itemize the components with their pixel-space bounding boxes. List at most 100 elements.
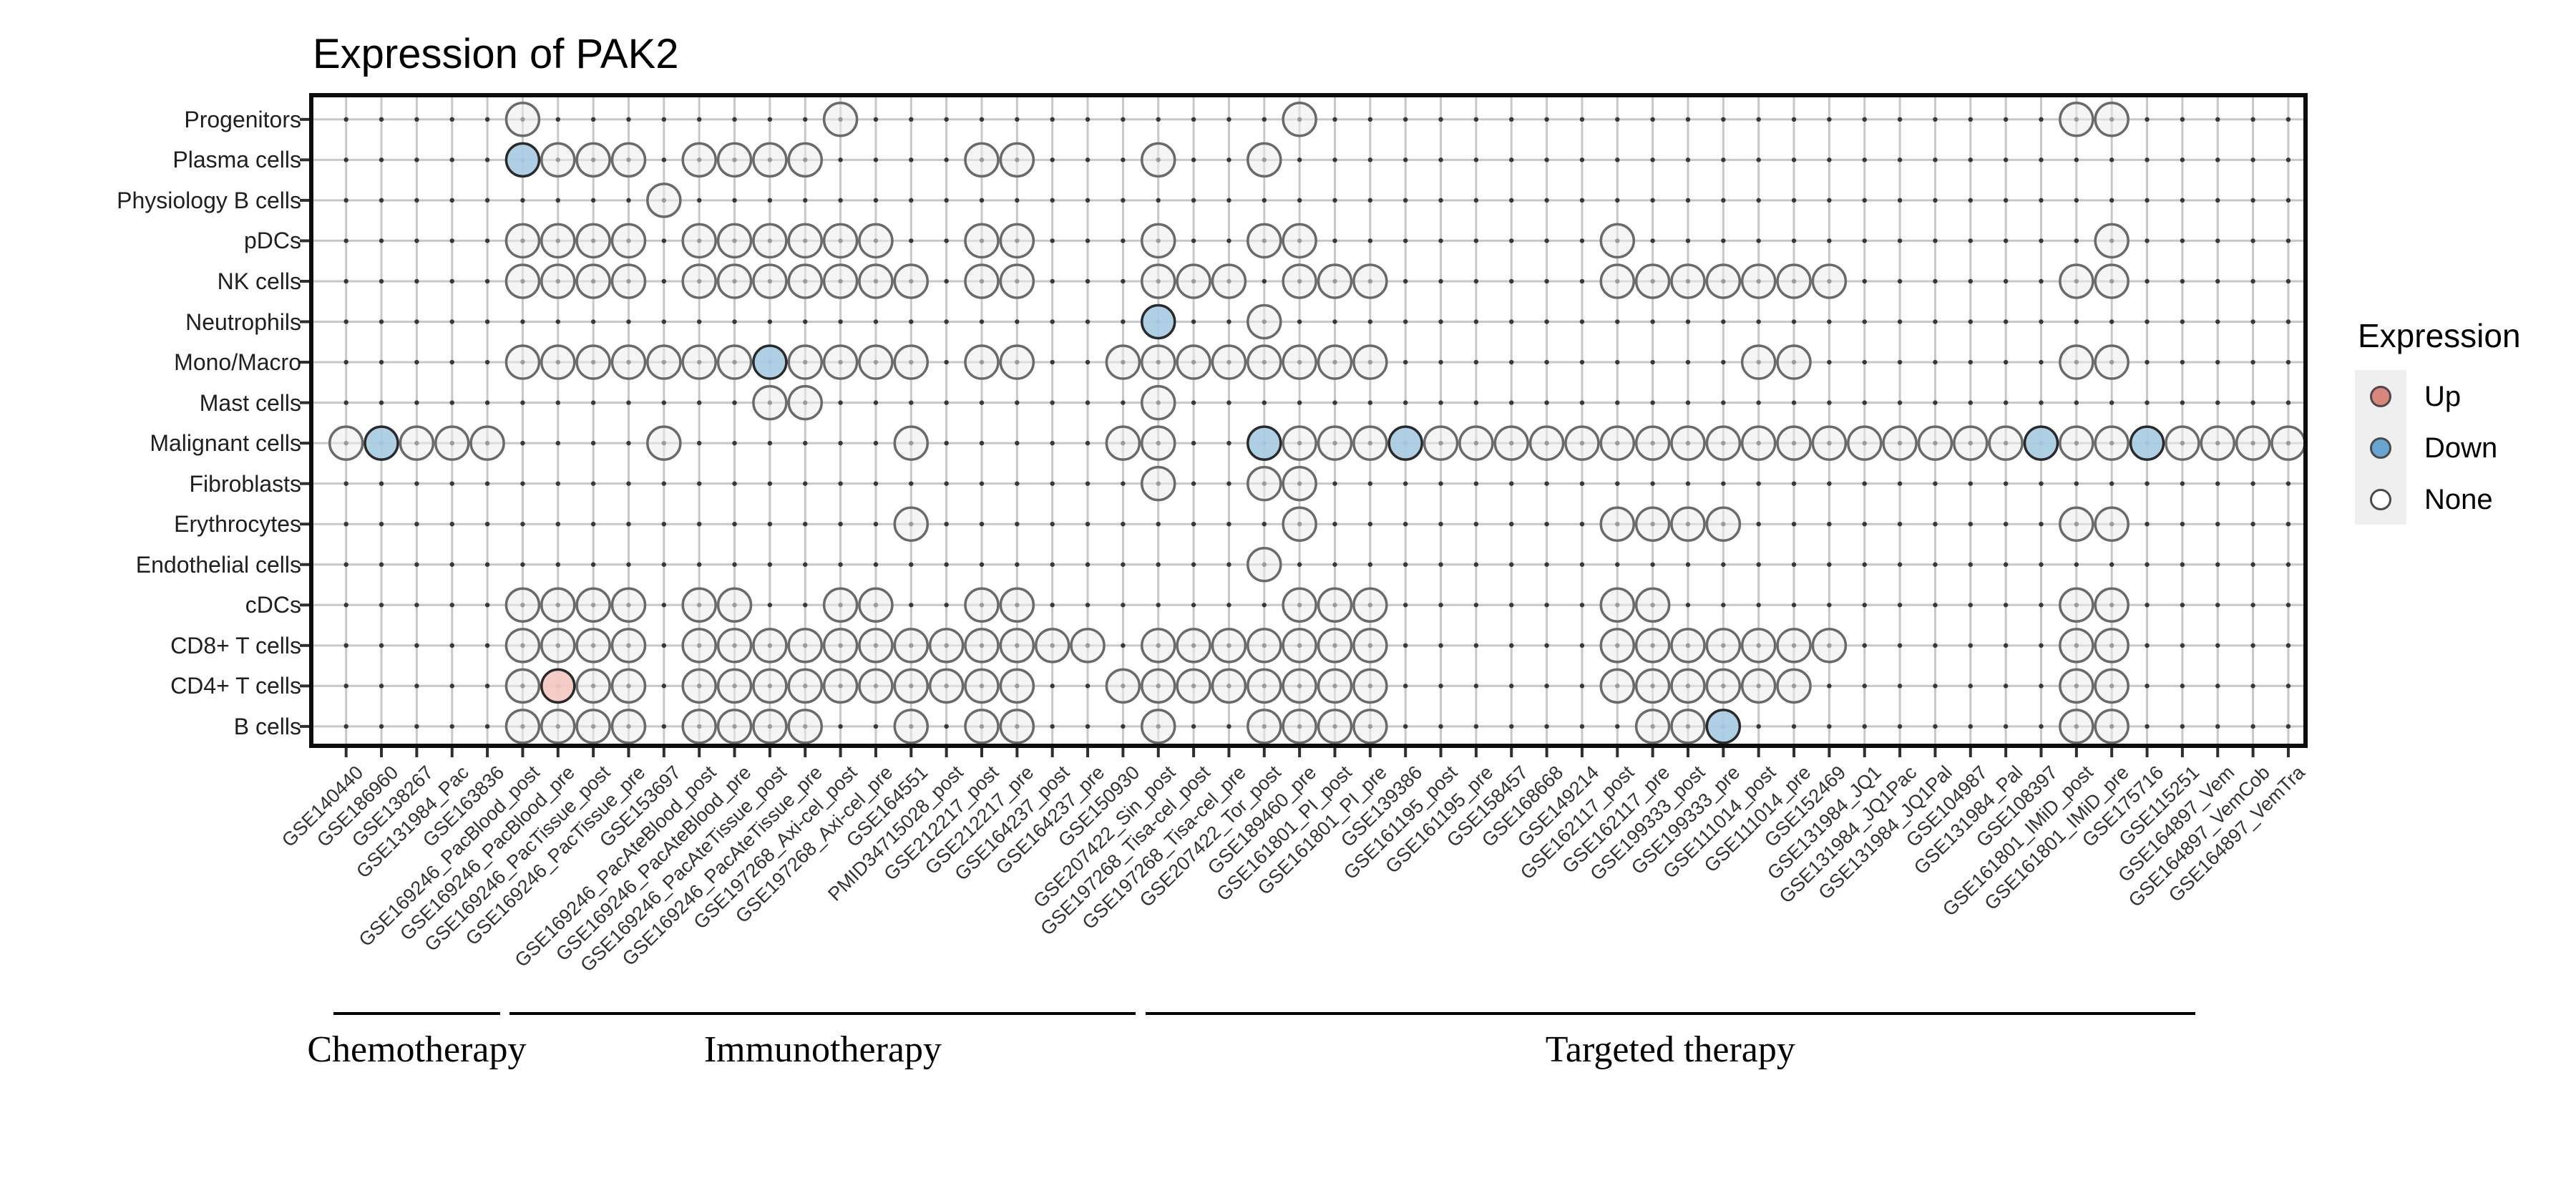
grid-dot (1050, 198, 1055, 203)
grid-dot (1685, 603, 1691, 608)
expression-dot-none (540, 344, 576, 380)
grid-dot (2145, 400, 2150, 405)
grid-dot (661, 117, 667, 122)
grid-dot (1050, 157, 1055, 162)
expression-dot-none (1670, 425, 1706, 461)
expression-dot-none (1776, 628, 1812, 664)
grid-dot (1226, 117, 1231, 122)
expression-dot-none (1634, 425, 1671, 461)
grid-dot (1968, 603, 1973, 608)
grid-dot (1827, 238, 1832, 243)
grid-dot (555, 400, 560, 405)
grid-dot (449, 481, 454, 486)
grid-dot (1862, 562, 1867, 567)
grid-dot (1685, 359, 1691, 365)
grid-dot (343, 643, 348, 648)
grid-dot (803, 319, 808, 324)
grid-dot (2285, 562, 2291, 567)
grid-dot (2145, 562, 2150, 567)
grid-dot (2003, 643, 2009, 648)
grid-dot (2285, 198, 2291, 203)
grid-dot (838, 562, 843, 567)
grid-dot (1403, 278, 1408, 284)
grid-dot (803, 440, 808, 446)
grid-dot (590, 117, 596, 122)
grid-dot (1544, 724, 1549, 729)
grid-dot (1085, 724, 1091, 729)
grid-dot (343, 562, 348, 567)
expression-dot-down (1705, 709, 1742, 744)
grid-dot (944, 238, 949, 243)
grid-dot (1509, 481, 1514, 486)
expression-dot-none (787, 668, 823, 704)
grid-dot (1897, 278, 1903, 284)
expression-dot-none (1776, 344, 1812, 380)
grid-dot (1933, 319, 1938, 324)
grid-dot (555, 117, 560, 122)
grid-dot (449, 522, 454, 527)
grid-dot (1615, 157, 1620, 162)
expression-dot-none (787, 142, 823, 178)
grid-dot (1191, 522, 1196, 527)
expression-dot-none (1423, 425, 1459, 461)
expression-dot-none (999, 587, 1035, 623)
grid-dot (838, 198, 843, 203)
grid-dot (343, 238, 348, 243)
grid-dot (1226, 238, 1231, 243)
grid-dot (1756, 400, 1761, 405)
expression-dot-down (752, 344, 788, 380)
grid-dot (484, 724, 490, 729)
legend-item-label: Up (2424, 381, 2462, 412)
legend-none-icon (2370, 489, 2391, 510)
grid-dot (873, 522, 879, 527)
grid-dot (2074, 198, 2079, 203)
grid-dot (2039, 400, 2044, 405)
grid-dot (1721, 198, 1726, 203)
expression-dot-none (575, 263, 611, 299)
grid-dot (1050, 603, 1055, 608)
grid-dot (2003, 400, 2009, 405)
grid-dot (2250, 684, 2255, 689)
grid-dot (1297, 400, 1302, 405)
expression-dot-none (610, 587, 647, 623)
grid-dot (590, 522, 596, 527)
grid-dot (414, 481, 419, 486)
grid-dot (1191, 238, 1196, 243)
grid-dot (626, 440, 631, 446)
grid-dot (555, 481, 560, 486)
expression-dot-none (1282, 506, 1317, 542)
grid-dot (1897, 117, 1903, 122)
grid-dot (2250, 400, 2255, 405)
expression-dot-none (999, 628, 1035, 664)
grid-dot (1121, 724, 1126, 729)
expression-dot-none (328, 425, 364, 461)
expression-dot-none (610, 142, 647, 178)
grid-dot (1721, 562, 1726, 567)
grid-dot (1473, 603, 1479, 608)
expression-dot-none (752, 142, 788, 178)
grid-dot (2039, 522, 2044, 527)
grid-dot (1121, 117, 1126, 122)
grid-dot (661, 400, 667, 405)
grid-dot (1332, 319, 1337, 324)
grid-dot (1297, 319, 1302, 324)
grid-dot (2145, 481, 2150, 486)
grid-dot (2250, 562, 2255, 567)
expression-dot-none (2200, 425, 2235, 461)
grid-dot (944, 481, 949, 486)
grid-dot (1226, 481, 1231, 486)
expression-dot-none (1776, 263, 1812, 299)
grid-dot (2003, 278, 2009, 284)
grid-dot (379, 117, 384, 122)
row-label: Physiology B cells (117, 187, 301, 213)
grid-dot (2285, 117, 2291, 122)
grid-dot (1226, 440, 1231, 446)
grid-dot (1297, 198, 1302, 203)
group-underline (333, 1012, 501, 1015)
grid-dot (661, 643, 667, 648)
grid-dot (1968, 643, 1973, 648)
grid-dot (2215, 684, 2220, 689)
expression-dot-none (1211, 668, 1247, 704)
grid-dot (1650, 400, 1655, 405)
grid-dot (1509, 319, 1514, 324)
